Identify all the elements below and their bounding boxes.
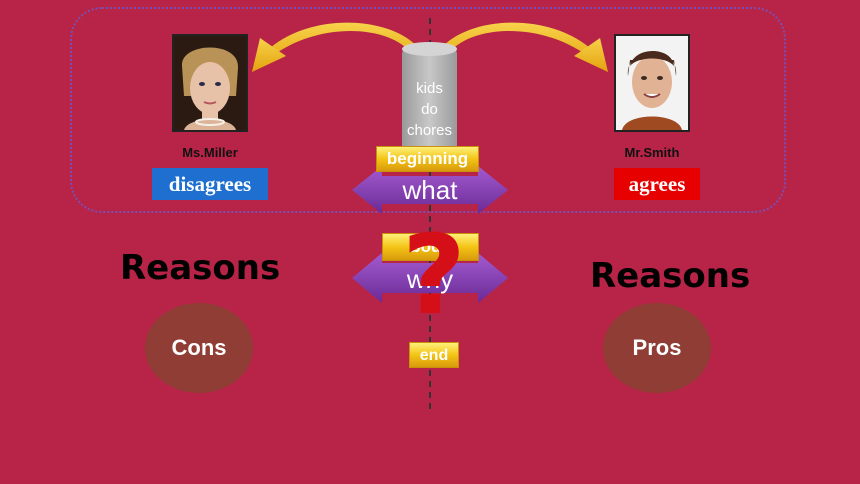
body-tag: body (382, 233, 479, 261)
question-mark: ? (402, 211, 466, 339)
cons-circle: Cons (145, 303, 253, 393)
beginning-tag: beginning (376, 146, 479, 172)
reasons-left: Reasons (120, 248, 281, 288)
topic-cylinder: kids do chores (402, 48, 457, 152)
why-label: why (406, 264, 454, 294)
disagrees-label: disagrees (152, 168, 268, 200)
topic-line-3: chores (406, 122, 453, 139)
why-double-arrow (352, 253, 508, 303)
reasons-right: Reasons (590, 256, 751, 296)
cylinder-top (402, 42, 457, 56)
right-person-name: Mr.Smith (624, 145, 680, 160)
ms-miller-photo (172, 34, 248, 132)
what-label: what (402, 175, 458, 205)
pros-circle: Pros (603, 303, 711, 393)
left-person-name: Ms.Miller (182, 145, 238, 160)
agrees-label: agrees (614, 168, 700, 200)
right-arrow-head (574, 38, 608, 72)
left-arrow-head (252, 38, 286, 72)
end-tag: end (409, 342, 459, 368)
topic-line-1: kids (416, 80, 443, 97)
topic-line-2: do (421, 101, 438, 118)
curved-arrows (252, 22, 608, 72)
what-double-arrow (352, 166, 508, 214)
mr-smith-photo (614, 34, 690, 132)
top-frame (70, 7, 786, 213)
